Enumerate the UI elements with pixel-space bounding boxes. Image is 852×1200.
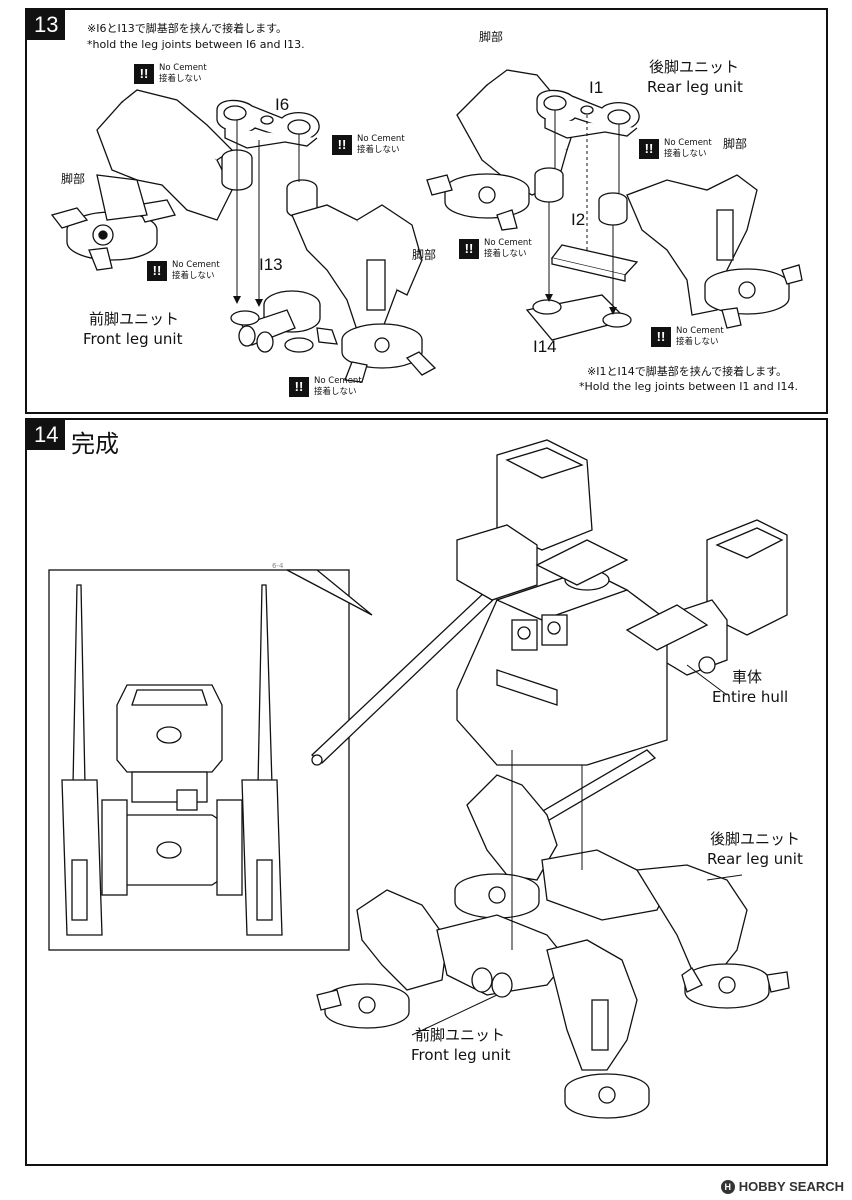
step-14-panel: 14 完成 [25, 418, 828, 1166]
part-label-i6: I6 [275, 95, 290, 114]
step-number: 13 [27, 10, 66, 40]
no-cement-en: No Cement [484, 238, 532, 248]
leg-part-label: 脚部 [412, 248, 437, 262]
no-cement-en: No Cement [314, 376, 362, 386]
rear-joint-cylinders [534, 167, 628, 226]
note-left-jp: ※I6とI13で脚基部を挟んで接着します。 [87, 22, 288, 35]
note-left-en: *hold the leg joints between I6 and I13. [87, 38, 305, 51]
rear-leg-right-part [626, 174, 803, 329]
watermark: H HOBBY SEARCH [720, 1179, 844, 1194]
part-i13-barrel [230, 290, 321, 353]
no-cement-en: No Cement [676, 326, 724, 336]
front-leg-left-part [50, 89, 234, 271]
no-cement-en: No Cement [664, 138, 712, 148]
front-view-inset [48, 569, 373, 951]
front-leg-unit-model [316, 889, 650, 1119]
part-label-i13: I13 [259, 255, 283, 274]
warning-icon: !! [134, 64, 154, 84]
leader-line [706, 874, 743, 881]
step-title: 完成 [71, 430, 119, 458]
no-cement-jp: 接着しない [484, 249, 527, 259]
warning-icon: !! [289, 377, 309, 397]
no-cement-jp: 接着しない [314, 387, 357, 397]
no-cement-en: No Cement [357, 134, 405, 144]
front-leg-unit-en: Front leg unit [83, 330, 183, 348]
note-right-en: *Hold the leg joints between I1 and I14. [579, 380, 798, 393]
warning-icon: !! [147, 261, 167, 281]
hull-label-en: Entire hull [712, 688, 789, 706]
front-leg-unit-en: Front leg unit [411, 1046, 511, 1064]
warning-icon: !! [651, 327, 671, 347]
hobby-search-logo: H [720, 1179, 735, 1194]
leader-line [411, 994, 498, 1036]
step-14-illustration: 6-4 [48, 439, 790, 1119]
part-label-i2: I2 [571, 210, 586, 229]
step-13-illustration [50, 69, 803, 383]
front-leg-unit-jp: 前脚ユニット [415, 1026, 506, 1044]
leg-part-label: 脚部 [723, 137, 748, 151]
warning-icon: !! [459, 239, 479, 259]
step-number: 14 [27, 420, 66, 450]
part-i2-plate [550, 244, 639, 282]
note-right-jp: ※I1とI14で脚基部を挟んで接着します。 [587, 365, 788, 378]
warning-icon: !! [332, 135, 352, 155]
part-i6-joint [216, 99, 320, 149]
no-cement-en: No Cement [159, 63, 207, 73]
part-i14-base [525, 294, 632, 341]
no-cement-jp: 接着しない [664, 149, 707, 159]
no-cement-jp: 接着しない [159, 74, 202, 84]
part-label-i1: I1 [589, 78, 604, 97]
front-leg-unit-jp: 前脚ユニット [89, 310, 180, 328]
rear-leg-unit-en: Rear leg unit [647, 78, 743, 96]
leg-part-label: 脚部 [479, 30, 504, 44]
rear-leg-unit-en: Rear leg unit [707, 850, 803, 868]
hull-label-jp: 車体 [732, 668, 763, 686]
rear-leg-unit-jp: 後脚ユニット [710, 830, 801, 848]
rear-leg-unit-model [454, 774, 790, 1009]
front-leg-right-part [291, 204, 437, 383]
no-cement-en: No Cement [172, 260, 220, 270]
part-i1-joint [536, 89, 640, 139]
leg-part-label: 脚部 [61, 172, 86, 186]
no-cement-jp: 接着しない [357, 145, 400, 155]
joint-cylinders [221, 149, 318, 219]
step-13-panel: 13 [25, 8, 828, 414]
no-cement-jp: 接着しない [676, 337, 719, 347]
leader-line [686, 664, 728, 696]
watermark-text: HOBBY SEARCH [738, 1179, 844, 1194]
hull-model [311, 439, 788, 841]
part-label-i14: I14 [533, 337, 557, 356]
inset-mark: 6-4 [272, 562, 284, 570]
rear-leg-unit-jp: 後脚ユニット [649, 58, 740, 76]
no-cement-jp: 接着しない [172, 271, 215, 281]
warning-icon: !! [639, 139, 659, 159]
